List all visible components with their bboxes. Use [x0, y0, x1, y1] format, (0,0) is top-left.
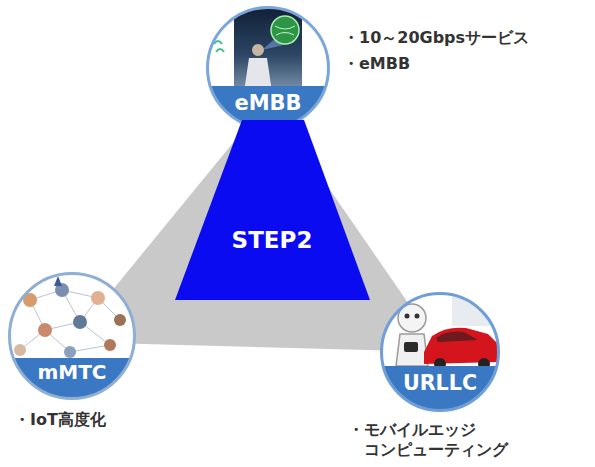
urllc-picture [452, 296, 502, 326]
node-label: STEP2 [172, 227, 372, 253]
embb-picture [252, 44, 264, 56]
node-label: mMTC [8, 361, 136, 384]
trapezoid-fill [175, 120, 370, 300]
urllc-picture [415, 314, 420, 319]
mmtc-picture [20, 290, 120, 352]
embb-picture [275, 26, 295, 35]
mmtc-picture [104, 339, 116, 351]
bullet-label: ・モバイルエッジ コンピューティング [348, 420, 524, 460]
mmtc-picture [20, 290, 120, 352]
bullet-label: ・eMBB [343, 54, 410, 74]
mmtc-picture [54, 276, 62, 286]
mmtc-picture [38, 323, 52, 337]
embb-picture [216, 49, 224, 52]
trapezoid-shape [172, 120, 372, 300]
bullet-label: ・10～20Gbpsサービス [343, 28, 529, 48]
node-label: eMBB [206, 91, 330, 115]
node-label: URLLC [380, 372, 500, 396]
mmtc-picture [64, 346, 76, 358]
mmtc-picture [73, 315, 87, 329]
urllc-picture [424, 328, 500, 364]
embb-picture [271, 16, 299, 44]
mmtc-picture [14, 344, 26, 356]
step-trapezoid: STEP2 [172, 120, 372, 300]
label-band [380, 366, 500, 412]
urllc-picture [405, 314, 410, 319]
urllc-circle: URLLC [380, 292, 500, 412]
mmtc-picture [114, 314, 126, 326]
bullet-label: ・IoT高度化 [14, 410, 106, 430]
embb-picture [306, 20, 328, 21]
embb-circle: eMBB [206, 6, 330, 130]
mmtc-picture [91, 291, 105, 305]
urllc-picture [404, 342, 418, 352]
urllc-picture [396, 334, 428, 366]
urllc-picture [436, 332, 478, 342]
mmtc-circle: mMTC [8, 272, 136, 400]
embb-picture [271, 16, 299, 44]
